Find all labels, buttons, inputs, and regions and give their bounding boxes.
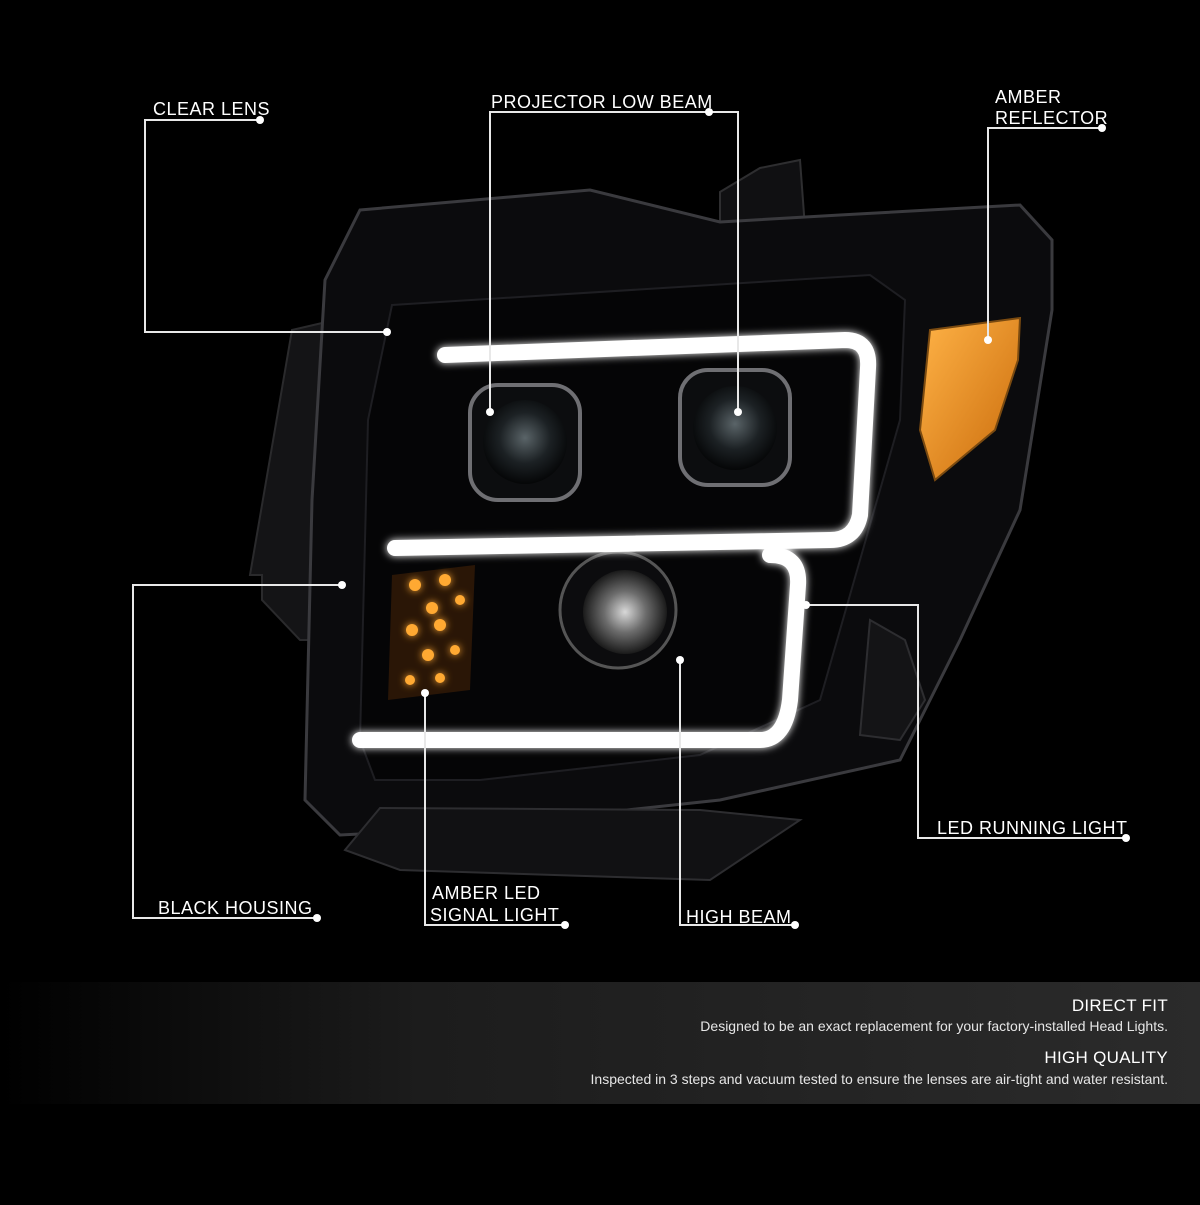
projector-low-beam-right	[678, 368, 792, 487]
feature-text-direct-fit: Designed to be an exact replacement for …	[700, 1018, 1168, 1034]
feature-info-band: DIRECT FIT Designed to be an exact repla…	[0, 982, 1200, 1104]
led-drl-bar	[352, 332, 877, 748]
amber-led-signal	[388, 565, 475, 700]
black-housing-label: BLACK HOUSING	[158, 898, 313, 918]
amber-reflector	[918, 316, 1022, 482]
feature-title-direct-fit: DIRECT FIT	[1071, 996, 1168, 1015]
high-beam-label: HIGH BEAM	[686, 907, 792, 927]
amber-led-label-line2: SIGNAL LIGHT	[430, 905, 560, 925]
right-connector	[858, 618, 927, 742]
projector-low-beam-left	[468, 383, 582, 502]
clear-lens-label: CLEAR LENS	[153, 99, 271, 119]
feature-text-high-quality: Inspected in 3 steps and vacuum tested t…	[590, 1071, 1168, 1087]
amber-reflector-label-line2: REFLECTOR	[995, 108, 1109, 128]
headlight-assembly	[248, 158, 1054, 882]
callout-lines	[132, 108, 1130, 929]
amber-reflector-label-line1: AMBER	[995, 87, 1062, 107]
projector-low-beam-label: PROJECTOR LOW BEAM	[491, 92, 713, 112]
led-running-light-label: LED RUNNING LIGHT	[937, 818, 1128, 838]
high-beam-reflector	[558, 550, 678, 670]
amber-led-label-line1: AMBER LED	[432, 883, 541, 903]
feature-title-high-quality: HIGH QUALITY	[1044, 1048, 1168, 1067]
bottom-trim	[343, 806, 803, 882]
